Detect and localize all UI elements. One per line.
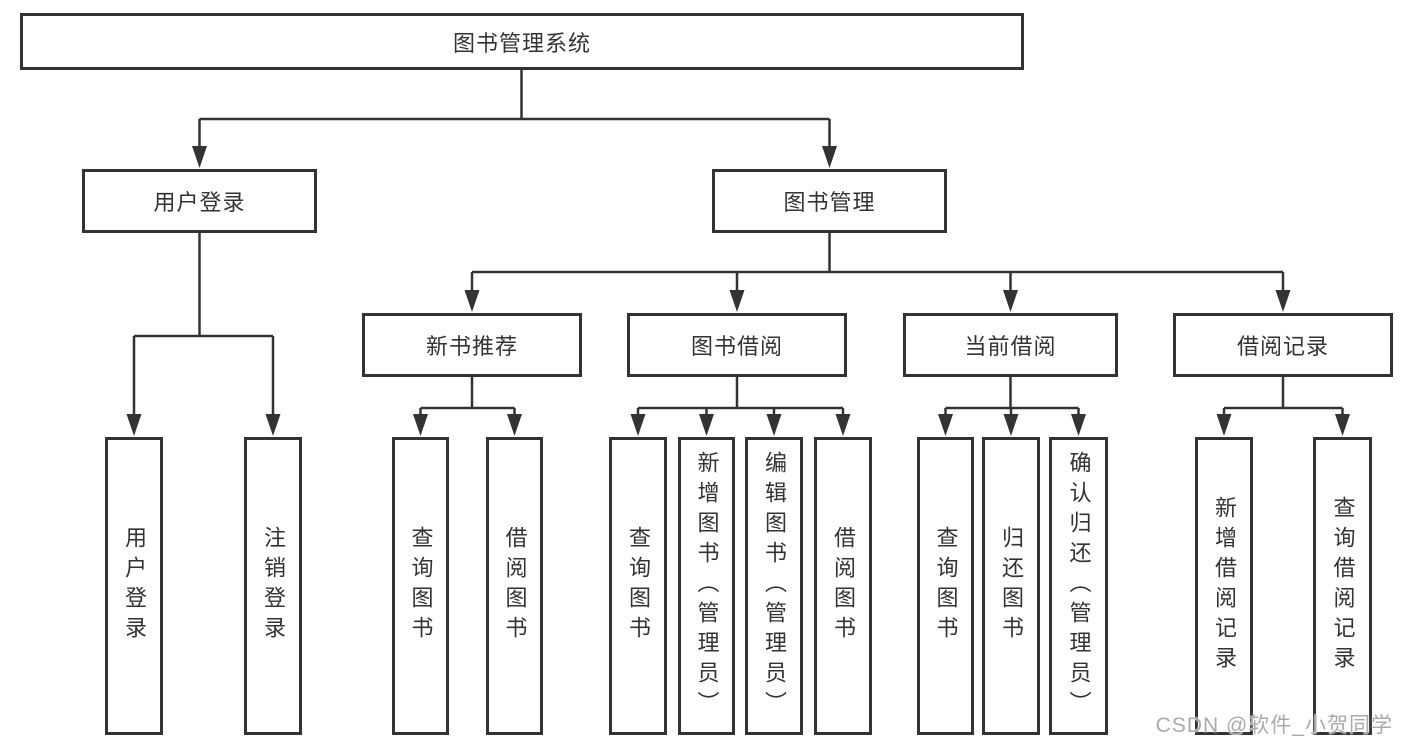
- leaf-query-books-recommend: 查询图书: [392, 437, 449, 735]
- node-book-borrowing: 图书借阅: [627, 313, 847, 377]
- node-label: 借阅图书: [502, 526, 528, 646]
- arrowheads: [126, 146, 1350, 436]
- node-label: 新增图书（管理员）: [694, 451, 720, 721]
- node-label: 新书推荐: [425, 334, 518, 359]
- node-label: 用户登录: [153, 190, 246, 215]
- node-label: 图书管理: [783, 190, 876, 215]
- leaf-return-books: 归还图书: [982, 437, 1040, 735]
- leaf-add-books-admin: 新增图书（管理员）: [678, 437, 735, 735]
- node-book-management: 图书管理: [712, 169, 947, 233]
- leaf-borrow-books-recommend: 借阅图书: [486, 437, 543, 735]
- node-new-book-recommend: 新书推荐: [362, 313, 582, 377]
- node-label: 图书管理系统: [452, 30, 591, 56]
- node-label: 归还图书: [999, 526, 1024, 646]
- node-borrow-records: 借阅记录: [1173, 313, 1393, 377]
- node-label: 借阅记录: [1236, 334, 1329, 359]
- node-label: 借阅图书: [831, 526, 856, 646]
- node-label: 编辑图书（管理员）: [762, 451, 787, 721]
- leaf-user-login: 用户登录: [105, 437, 163, 735]
- node-label: 查询图书: [408, 526, 434, 646]
- csdn-watermark: CSDN @软件_小贺同学: [1155, 714, 1393, 737]
- node-user-login: 用户登录: [82, 169, 317, 233]
- node-label: 用户登录: [122, 526, 147, 646]
- node-label: 新增借阅记录: [1212, 496, 1237, 676]
- node-label: 查询图书: [933, 526, 959, 646]
- leaf-borrow-books: 借阅图书: [814, 437, 872, 735]
- node-label: 图书借阅: [690, 334, 783, 359]
- node-library-management-system: 图书管理系统: [20, 13, 1024, 70]
- leaf-logout: 注销登录: [244, 437, 302, 735]
- node-label: 查询图书: [626, 526, 651, 646]
- leaf-query-books-current: 查询图书: [917, 437, 974, 735]
- leaf-query-books-borrowing: 查询图书: [609, 437, 667, 735]
- node-label: 确认归还（管理员）: [1066, 451, 1092, 721]
- leaf-confirm-return-admin: 确认归还（管理员）: [1049, 437, 1108, 735]
- node-current-borrow: 当前借阅: [903, 313, 1118, 377]
- leaf-edit-books-admin: 编辑图书（管理员）: [745, 437, 803, 735]
- node-label: 注销登录: [261, 526, 286, 646]
- node-label: 当前借阅: [964, 334, 1057, 359]
- node-label: 查询借阅记录: [1330, 496, 1356, 676]
- leaf-query-borrow-record: 查询借阅记录: [1313, 437, 1372, 735]
- leaf-add-borrow-record: 新增借阅记录: [1195, 437, 1253, 735]
